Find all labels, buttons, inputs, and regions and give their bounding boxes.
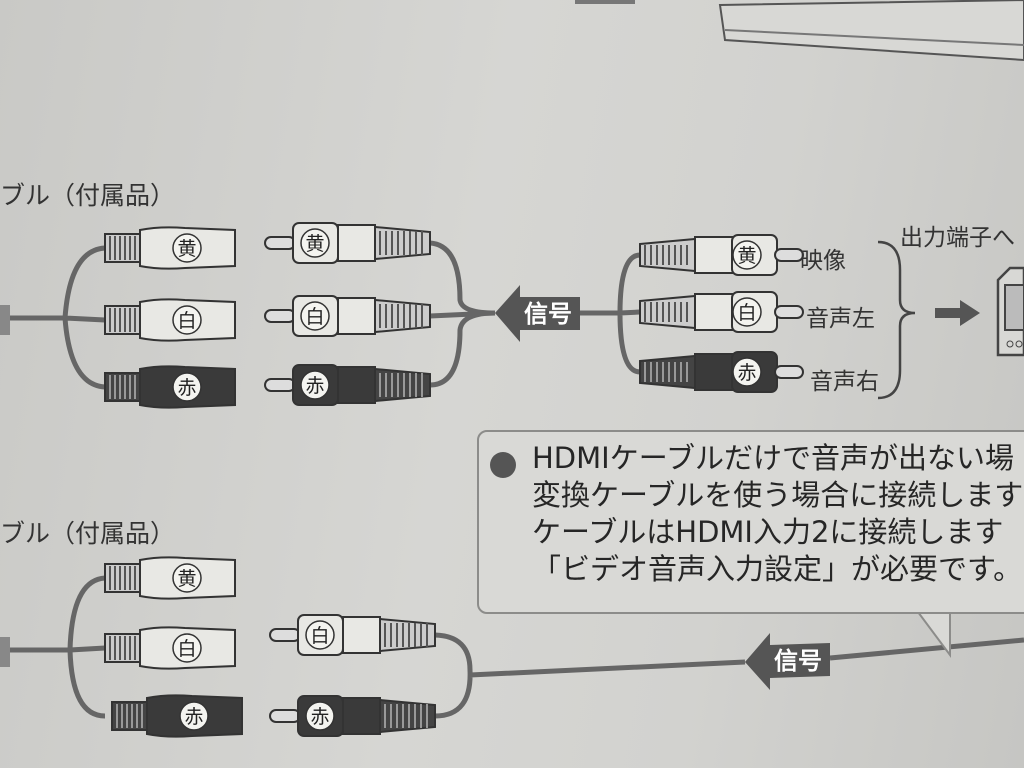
plug-label: 白 xyxy=(305,306,324,328)
device-top xyxy=(575,0,1024,62)
plug-label-badge xyxy=(172,233,202,263)
cable-end-bottom xyxy=(0,637,10,667)
note-line: 「ビデオ音声入力設定」が必要です。 xyxy=(532,552,1023,586)
plug-label: 赤 xyxy=(184,706,203,728)
plug-label-badge xyxy=(305,620,335,650)
brace xyxy=(877,240,916,400)
plug-label: 赤 xyxy=(177,377,196,399)
note-line: HDMIケーブルだけで音声が出ない場 xyxy=(532,441,1014,475)
plug-label-badge xyxy=(172,633,202,663)
plug-label: 白 xyxy=(177,638,196,660)
plug-label: 赤 xyxy=(310,706,329,728)
rca-plug-white: 白 xyxy=(269,614,436,656)
note-line: ケーブルはHDMI入力2に接続します xyxy=(532,515,1004,549)
cable-end-top xyxy=(0,305,10,335)
rca-plug-white: 白 xyxy=(104,298,236,342)
rca-plug-red: 赤 xyxy=(104,365,236,409)
plug-label: 赤 xyxy=(305,375,324,397)
rca-plug-red: 赤 xyxy=(639,351,804,393)
rca-plug-white: 白 xyxy=(639,291,804,333)
plug-label-badge xyxy=(300,370,330,400)
plug-label-badge xyxy=(732,240,762,270)
plug-label-badge xyxy=(172,372,202,402)
cable-caption: ブル（付属品） xyxy=(0,519,176,548)
rca-plug-yellow: 黄 xyxy=(639,234,804,276)
cables-top xyxy=(0,240,641,390)
plug-label: 白 xyxy=(310,625,329,647)
plug-label-badge xyxy=(300,301,330,331)
plug-label-badge xyxy=(179,701,209,731)
plug-label: 白 xyxy=(737,302,756,324)
note-line: 変換ケーブルを使う場合に接続します xyxy=(532,478,1024,512)
rca-plug-white: 白 xyxy=(104,626,236,670)
cable-caption: ブル（付属品） xyxy=(0,181,176,210)
output-terminal-label: 出力端子へ xyxy=(900,225,1015,251)
note-text: HDMIケーブルだけで音声が出ない場 変換ケーブルを使う場合に接続します ケーブ… xyxy=(532,440,1023,588)
rca-plug-white: 白 xyxy=(264,295,431,337)
plug-label: 黄 xyxy=(737,245,756,267)
rca-plug-red: 赤 xyxy=(264,364,431,406)
label-audio-right: 音声右 xyxy=(810,369,879,395)
label-video: 映像 xyxy=(800,248,846,274)
rca-plug-red: 赤 xyxy=(269,695,436,737)
note-callout xyxy=(477,430,1024,614)
callout-tail xyxy=(917,611,951,659)
plug-label: 赤 xyxy=(737,362,756,384)
rca-plug-red: 赤 xyxy=(111,694,243,738)
plug-label: 黄 xyxy=(305,233,324,255)
signal-label: 信号 xyxy=(524,300,572,328)
rca-plug-yellow: 黄 xyxy=(264,222,431,264)
output-arrow-icon xyxy=(935,300,980,326)
rca-plug-yellow: 黄 xyxy=(104,556,236,600)
plug-label-badge xyxy=(172,305,202,335)
plug-label: 黄 xyxy=(177,568,196,590)
plug-label: 白 xyxy=(177,310,196,332)
signal-label: 信号 xyxy=(774,647,822,675)
plug-label-badge xyxy=(300,228,330,258)
label-audio-left: 音声左 xyxy=(806,306,875,332)
plug-label-badge xyxy=(305,701,335,731)
signal-arrow-top: 信号 xyxy=(495,285,580,342)
plug-label-badge xyxy=(732,297,762,327)
tv-device-icon xyxy=(996,266,1024,357)
plug-label: 黄 xyxy=(177,238,196,260)
signal-arrow-bottom: 信号 xyxy=(745,633,830,690)
rca-plug-yellow: 黄 xyxy=(104,226,236,270)
bullet-icon xyxy=(490,452,516,478)
plug-label-badge xyxy=(172,563,202,593)
plug-label-badge xyxy=(732,357,762,387)
cables-bottom xyxy=(0,575,1024,719)
